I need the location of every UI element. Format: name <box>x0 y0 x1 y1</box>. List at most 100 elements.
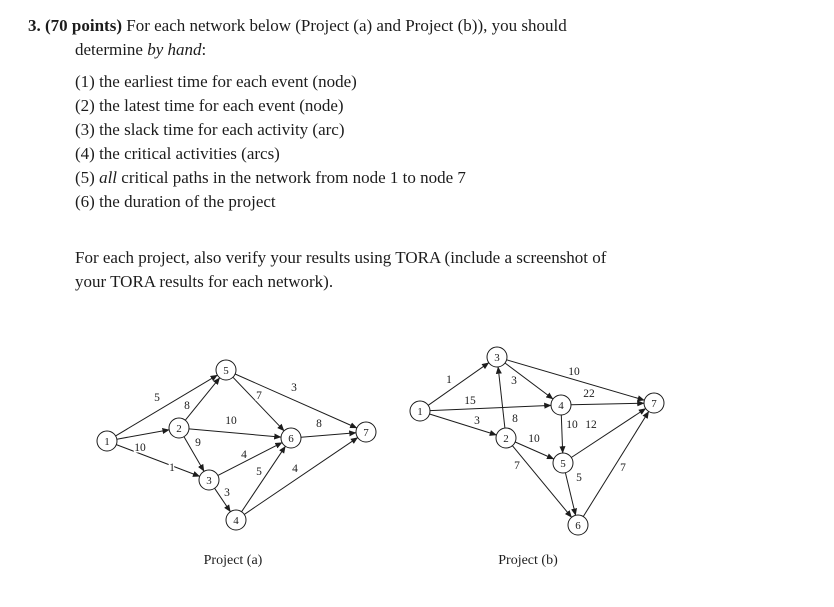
edge-project-b-5-7 <box>571 408 647 458</box>
list-item: (3) the slack time for each activity (ar… <box>75 118 466 142</box>
list-item: (2) the latest time for each event (node… <box>75 94 466 118</box>
tora-paragraph: For each project, also verify your resul… <box>75 246 606 294</box>
problem-intro-line2: determine by hand: <box>75 38 206 62</box>
edge-label-project-b-5-6: 5 <box>576 472 582 484</box>
node-label-project-b-7: 7 <box>651 398 657 410</box>
edge-label-project-b-4-5: 10 <box>566 419 578 431</box>
node-project-a-3 <box>198 469 220 491</box>
edge-label-project-a-6-7: 8 <box>316 418 322 430</box>
node-label-project-a-1: 1 <box>104 436 110 448</box>
edge-project-b-2-6 <box>512 445 572 518</box>
edge-label-project-b-2-3: 8 <box>512 413 518 425</box>
edge-project-a-1-3 <box>116 444 201 477</box>
node-project-a-2 <box>168 417 190 439</box>
edge-project-b-2-5 <box>514 441 555 460</box>
node-label-project-b-4: 4 <box>558 400 564 412</box>
edge-label-project-b-4-7: 22 <box>583 388 595 400</box>
problem-number-and-points: 3. (70 points) <box>28 16 122 35</box>
item-number: (5) <box>75 168 95 187</box>
edge-label-project-b-1-4: 15 <box>464 395 476 407</box>
edge-label-project-a-5-7: 3 <box>291 382 297 394</box>
item-text: the critical activities (arcs) <box>99 144 280 163</box>
edge-project-b-3-4 <box>504 362 554 400</box>
edge-project-a-6-7 <box>300 430 357 438</box>
node-project-a-1 <box>96 430 118 452</box>
edge-project-b-1-3 <box>427 362 490 406</box>
edge-label-project-a-1-5: 5 <box>154 392 160 404</box>
edge-label-project-b-3-7: 10 <box>568 366 580 378</box>
edge-label-project-a-5-6: 7 <box>256 390 262 402</box>
edge-project-b-1-4 <box>429 402 552 412</box>
item-number: (1) <box>75 72 95 91</box>
node-project-b-3 <box>486 346 508 368</box>
list-item: (6) the duration of the project <box>75 190 466 214</box>
node-project-b-1 <box>409 400 431 422</box>
edge-project-a-3-4 <box>214 488 231 513</box>
edge-project-a-2-6 <box>188 428 282 440</box>
edge-project-a-4-6 <box>241 445 286 512</box>
edge-label-project-a-3-6: 4 <box>241 449 247 461</box>
node-project-b-7 <box>643 392 665 414</box>
edge-label-project-b-5-7: 12 <box>585 419 597 431</box>
node-label-project-b-1: 1 <box>417 406 423 418</box>
edge-label-project-b-2-6: 7 <box>514 460 520 472</box>
problem-heading-line: 3. (70 points) For each network below (P… <box>28 14 567 38</box>
edge-label-project-a-2-6: 10 <box>225 415 237 427</box>
edge-project-b-4-5 <box>559 414 566 454</box>
item-italic-all: all <box>99 168 118 187</box>
edge-project-b-3-7 <box>506 359 645 402</box>
node-label-project-a-3: 3 <box>206 475 212 487</box>
list-item: (5) all critical paths in the network fr… <box>75 166 466 190</box>
item-number: (4) <box>75 144 95 163</box>
edge-project-a-3-6 <box>217 442 283 476</box>
node-project-b-6 <box>567 514 589 536</box>
requirements-list: (1) the earliest time for each event (no… <box>75 70 466 214</box>
item-text: the slack time for each activity (arc) <box>99 120 345 139</box>
edge-label-project-a-2-5: 8 <box>184 400 190 412</box>
edge-project-a-2-5 <box>184 377 221 421</box>
edge-project-b-1-2 <box>429 413 497 436</box>
edge-project-b-6-7 <box>582 411 650 517</box>
tora-line-2: your TORA results for each network). <box>75 272 334 291</box>
edge-label-project-b-6-7: 7 <box>620 462 626 474</box>
node-label-project-b-2: 2 <box>503 433 509 445</box>
edge-label-project-a-4-7: 4 <box>292 463 298 475</box>
node-project-b-4 <box>550 394 572 416</box>
item-number: (2) <box>75 96 95 115</box>
node-label-project-b-5: 5 <box>560 458 566 470</box>
node-project-a-5 <box>215 359 237 381</box>
node-label-project-a-4: 4 <box>233 515 239 527</box>
edge-project-b-4-7 <box>570 400 645 407</box>
item-text: the latest time for each event (node) <box>99 96 344 115</box>
intro-pre: determine <box>75 40 148 59</box>
item-text: the duration of the project <box>99 192 276 211</box>
node-project-b-2 <box>495 427 517 449</box>
edge-label-project-b-2-5: 10 <box>528 433 540 445</box>
node-project-a-6 <box>280 427 302 449</box>
item-number: (3) <box>75 120 95 139</box>
edge-label-project-a-3-4: 3 <box>224 487 230 499</box>
edge-project-a-5-7 <box>234 373 358 429</box>
item-number: (6) <box>75 192 95 211</box>
list-item: (1) the earliest time for each event (no… <box>75 70 466 94</box>
edge-project-b-5-6 <box>564 472 577 516</box>
edge-project-a-4-7 <box>244 437 359 515</box>
node-project-a-7 <box>355 421 377 443</box>
node-label-project-a-6: 6 <box>288 433 294 445</box>
edge-project-a-1-5 <box>115 374 218 437</box>
problem-intro-text: For each network below (Project (a) and … <box>121 16 567 35</box>
edge-label-project-a-4-6: 5 <box>256 466 262 478</box>
edge-project-b-2-3 <box>495 366 506 429</box>
node-label-project-a-2: 2 <box>176 423 182 435</box>
edge-label-project-a-1-3: 1 <box>169 462 175 474</box>
edge-label-project-a-2-3: 9 <box>195 437 201 449</box>
intro-post: : <box>201 40 207 59</box>
caption-project-a: Project (a) <box>203 553 263 568</box>
caption-project-b: Project (b) <box>498 553 558 568</box>
node-project-b-5 <box>552 452 574 474</box>
edge-label-project-b-3-4: 3 <box>511 375 517 387</box>
node-label-project-a-5: 5 <box>223 365 229 377</box>
item-text: critical paths in the network from node … <box>117 168 466 187</box>
